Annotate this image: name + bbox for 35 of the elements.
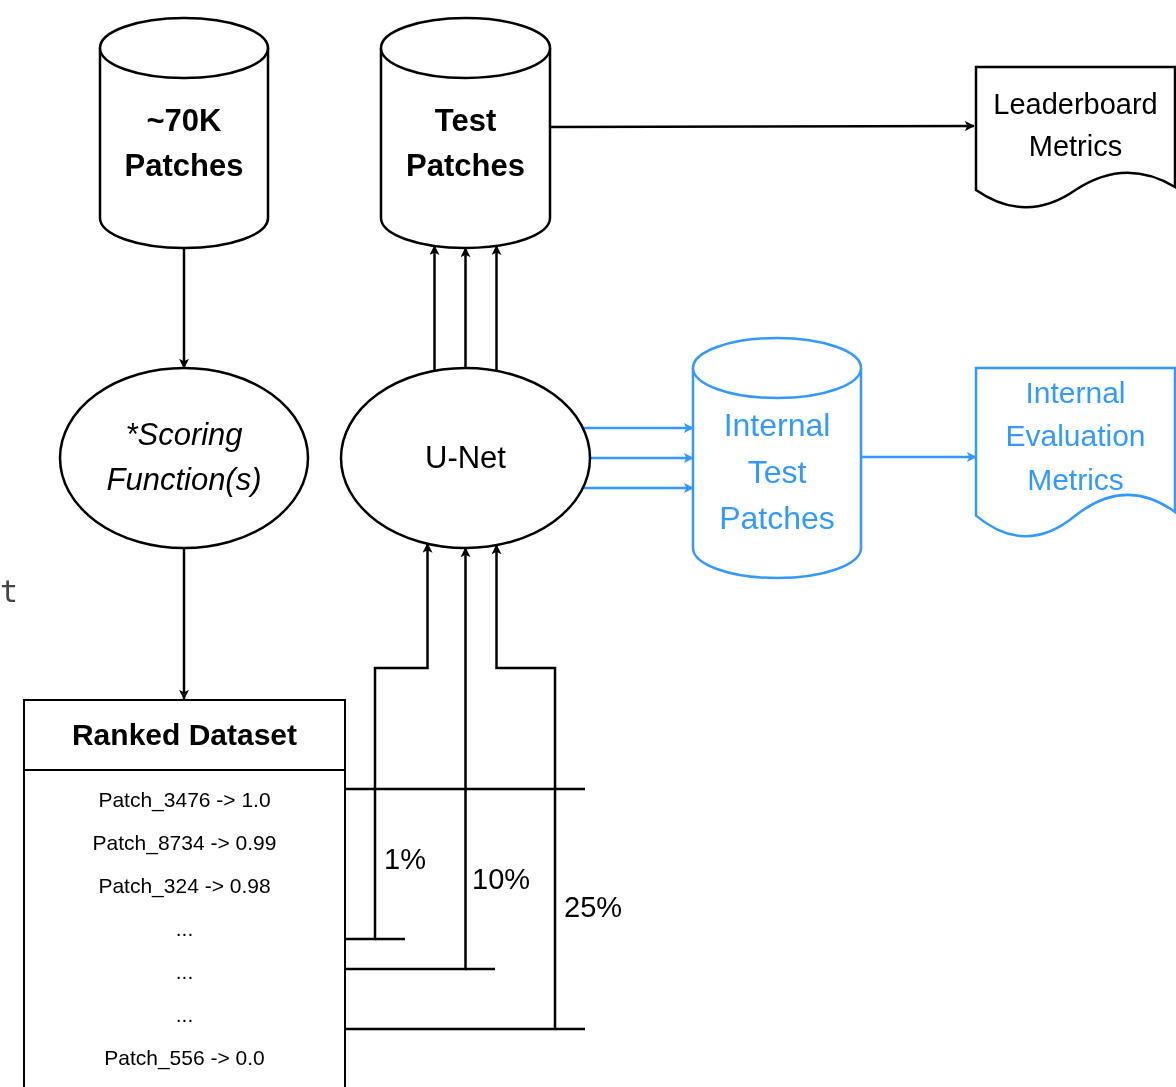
node-label: Leaderboard Metrics bbox=[992, 86, 1159, 164]
cropped-text: t bbox=[0, 574, 19, 609]
arrow bbox=[179, 548, 189, 700]
ranked-table bbox=[23, 699, 346, 1087]
node-label: U-Net bbox=[424, 438, 507, 477]
database-cylinder bbox=[381, 18, 550, 248]
node-label: Test Patches bbox=[405, 102, 526, 185]
arrow bbox=[346, 542, 433, 941]
table-row-text: Patch_324 -> 0.98 bbox=[98, 873, 271, 900]
database-cylinder bbox=[693, 338, 861, 578]
process-ellipse bbox=[60, 368, 308, 548]
arrow bbox=[590, 453, 694, 463]
table-row-text: Patch_3476 -> 1.0 bbox=[98, 787, 271, 814]
arrow bbox=[550, 121, 975, 131]
table-row-text: Patch_8734 -> 0.99 bbox=[92, 830, 277, 857]
arrow bbox=[491, 245, 502, 371]
table-row-text: ... bbox=[175, 1002, 194, 1028]
table-title: Ranked Dataset bbox=[71, 718, 298, 752]
table-row-text: Patch_556 -> 0.0 bbox=[104, 1045, 265, 1072]
database-cylinder bbox=[100, 18, 268, 248]
node-label: ~70K Patches bbox=[123, 102, 245, 185]
arrow bbox=[346, 544, 557, 1031]
node-label: Internal Test Patches bbox=[718, 406, 836, 539]
arrow bbox=[582, 483, 694, 493]
table-row-text: ... bbox=[175, 959, 194, 985]
arrow bbox=[179, 248, 189, 369]
process-ellipse bbox=[341, 368, 590, 548]
arrow bbox=[346, 547, 471, 971]
node-label: *Scoring Function(s) bbox=[105, 416, 263, 499]
table-row-text: ... bbox=[175, 916, 194, 942]
arrow bbox=[460, 247, 471, 368]
node-label: Internal Evaluation Metrics bbox=[1004, 374, 1147, 498]
arrow bbox=[582, 423, 694, 433]
arrow bbox=[429, 245, 440, 371]
arrow bbox=[861, 452, 977, 462]
